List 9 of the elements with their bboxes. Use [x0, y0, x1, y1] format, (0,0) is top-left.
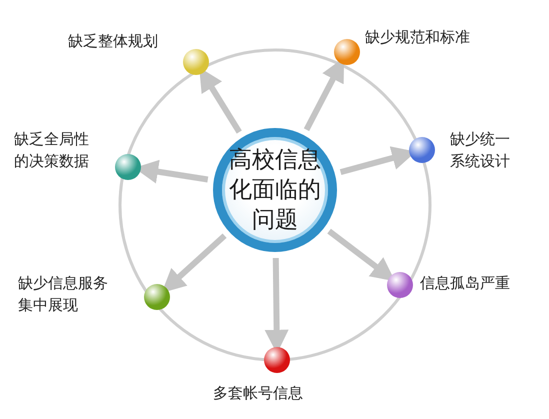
- node-label: 缺少统一系统设计: [450, 129, 511, 172]
- node-label: 缺少规范和标准: [365, 27, 471, 48]
- arrow: [162, 233, 227, 293]
- node-label: 信息孤岛严重: [420, 273, 511, 294]
- center-circle: 高校信息化面临的问题: [213, 128, 337, 252]
- node-label: 缺乏全局性的决策数据: [14, 129, 90, 172]
- node-label: 缺乏整体规划: [68, 31, 159, 52]
- node-label: 缺少信息服务集中展现: [18, 273, 109, 316]
- node-label: 多套帐号信息: [213, 383, 304, 404]
